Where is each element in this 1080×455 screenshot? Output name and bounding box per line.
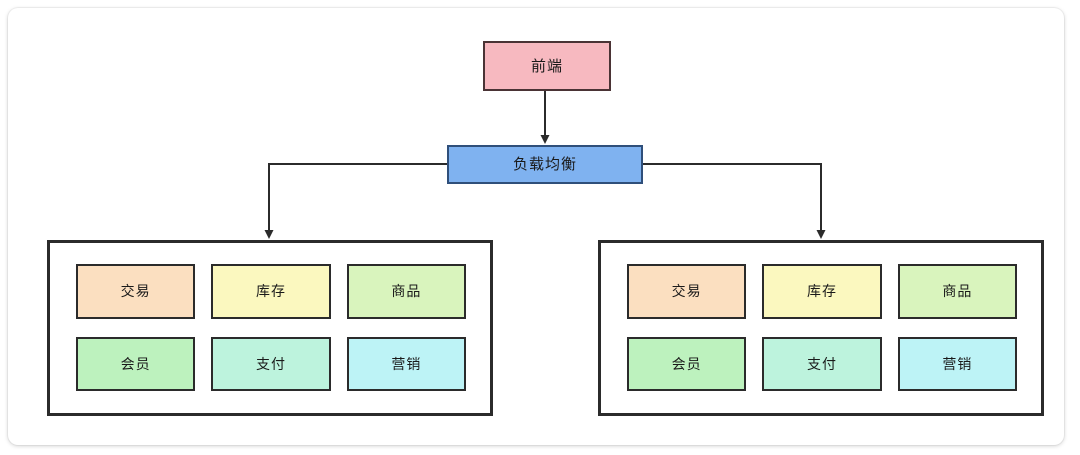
service-label: 库存 xyxy=(255,283,286,300)
node-frontend-label: 前端 xyxy=(530,57,563,75)
service-box-product-left[interactable]: 商品 xyxy=(346,264,466,319)
service-label: 会员 xyxy=(671,355,702,372)
service-box-trade-left[interactable]: 交易 xyxy=(76,264,196,319)
service-label: 商品 xyxy=(391,283,422,300)
service-label: 会员 xyxy=(120,355,151,372)
service-label: 交易 xyxy=(671,283,702,300)
node-load-balancer[interactable]: 负载均衡 xyxy=(447,145,643,184)
service-label: 库存 xyxy=(806,283,837,300)
service-box-product-right[interactable]: 商品 xyxy=(897,264,1017,319)
service-label: 支付 xyxy=(255,355,286,372)
connector-balancer-to-left-group xyxy=(264,163,447,239)
service-box-marketing-left[interactable]: 营销 xyxy=(346,336,466,391)
service-box-trade-right[interactable]: 交易 xyxy=(627,264,747,319)
service-box-marketing-right[interactable]: 营销 xyxy=(897,336,1017,391)
service-group-left: 交易 库存 商品 会员 支付 营销 xyxy=(47,240,493,416)
service-label: 营销 xyxy=(942,355,973,372)
service-label: 营销 xyxy=(391,355,422,372)
service-grid-left: 交易 库存 商品 会员 支付 营销 xyxy=(50,243,490,413)
service-label: 交易 xyxy=(120,283,151,300)
service-box-inventory-right[interactable]: 库存 xyxy=(762,264,882,319)
service-box-inventory-left[interactable]: 库存 xyxy=(211,264,331,319)
node-load-balancer-label: 负载均衡 xyxy=(512,156,577,173)
node-frontend[interactable]: 前端 xyxy=(483,41,611,91)
diagram-canvas: 前端 负载均衡 交易 库存 商品 会员 支付 营销 xyxy=(8,8,1064,445)
service-group-right: 交易 库存 商品 会员 支付 营销 xyxy=(598,240,1044,416)
service-box-payment-right[interactable]: 支付 xyxy=(762,336,882,391)
service-label: 支付 xyxy=(806,355,837,372)
service-box-member-right[interactable]: 会员 xyxy=(627,336,747,391)
service-label: 商品 xyxy=(942,283,973,300)
service-grid-right: 交易 库存 商品 会员 支付 营销 xyxy=(601,243,1041,413)
service-box-payment-left[interactable]: 支付 xyxy=(211,336,331,391)
service-box-member-left[interactable]: 会员 xyxy=(76,336,196,391)
connector-balancer-to-right-group xyxy=(643,163,826,239)
